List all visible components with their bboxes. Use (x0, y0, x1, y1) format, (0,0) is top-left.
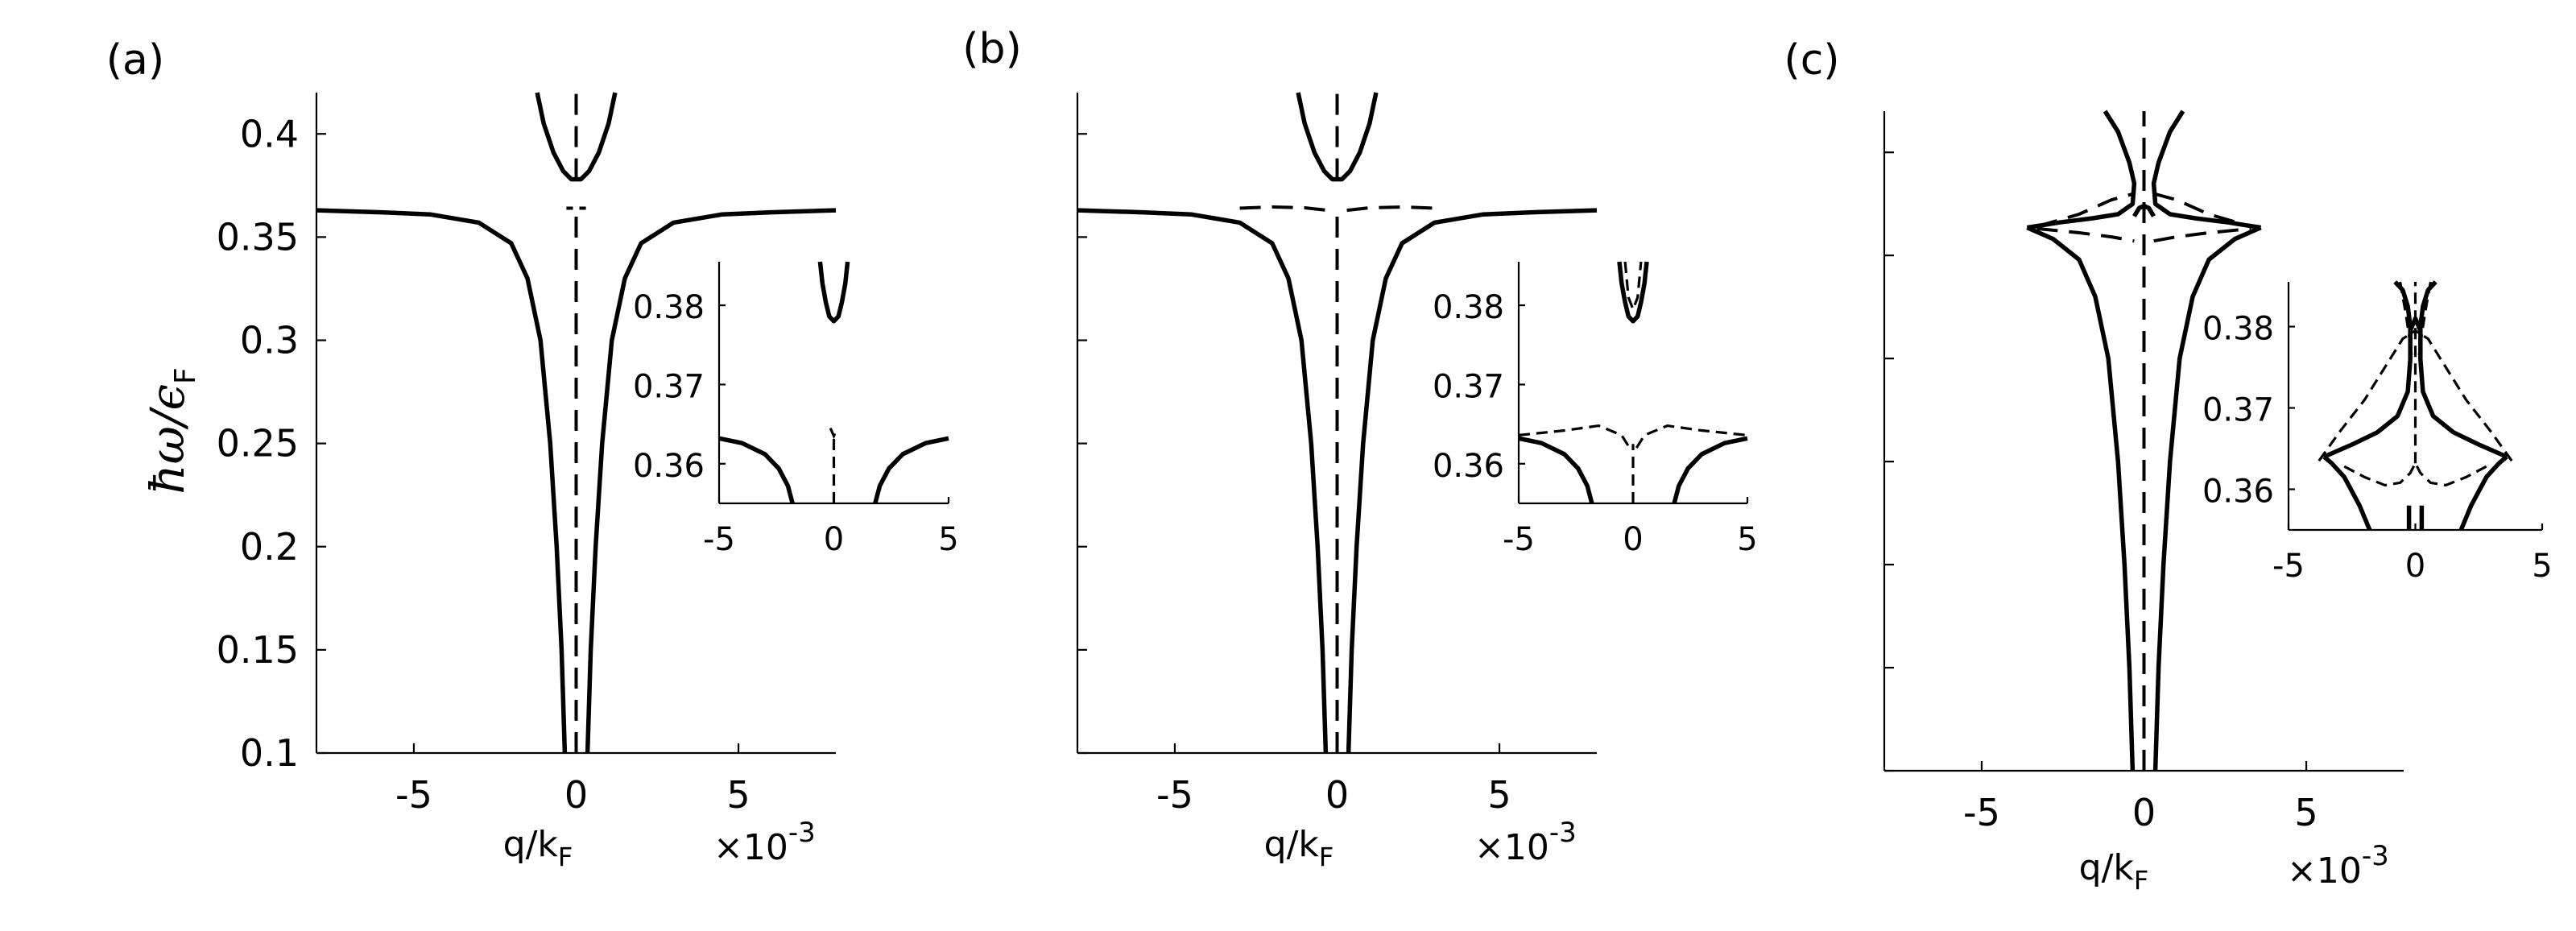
inset-x-tick-label: 5 (938, 521, 958, 558)
inset-series-11-dashed-curve (2399, 281, 2413, 356)
main-y-tick-label: 0.25 (217, 422, 299, 466)
inset-series-3-dashed-curve (1623, 261, 1643, 313)
main-series-1-solid-curve (1346, 208, 1598, 754)
panel-c: -5 0 5 (c) q/kF ×10-3 -5 0 5 0.36 0.37 0.38 (1784, 36, 2552, 896)
panel-label: (a) (106, 36, 164, 85)
main-y-tick-label: 0.2 (240, 525, 299, 569)
main-y-tick-label: 0.4 (240, 112, 299, 155)
panel-label: (b) (962, 25, 1022, 73)
main-series-3-solid-curve (2151, 110, 2262, 230)
x-axis-exponent: ×10-3 (1474, 817, 1577, 868)
inset-x-tick-label: 0 (2405, 548, 2425, 585)
inset-series-4-dashed-curve (829, 427, 839, 440)
main-series-0-solid-curve (1077, 208, 1329, 754)
inset-y-tick-label: 0.37 (633, 368, 705, 405)
inset-x-tick-label: 0 (1623, 521, 1643, 558)
inset-y-tick-label: 0.38 (2202, 311, 2274, 348)
inset-y-tick-label: 0.36 (2202, 474, 2274, 511)
inset-series-2-solid-curve (817, 261, 850, 324)
panel-b: -5 0 5 (b) q/kF ×10-3 -5 0 5 0.36 0.37 0.38 (962, 25, 1758, 872)
main-series-6-dashed-curve (1346, 205, 1435, 213)
main-x-tick-label: -5 (1963, 791, 2000, 834)
main-series-1-solid-curve (2152, 226, 2262, 772)
main-x-tick-label: 0 (1325, 773, 1349, 817)
main-x-tick-label: -5 (1156, 773, 1193, 817)
x-axis-label: q/kF (503, 824, 573, 872)
inset-series-9-dashed-curve (2343, 462, 2417, 487)
inset-series-8-dashed-curve (2414, 329, 2513, 462)
main-series-1-solid-curve (585, 208, 837, 754)
panel-label: (c) (1784, 36, 1839, 85)
inset-x-tick-label: -5 (703, 521, 735, 558)
x-axis-exponent: ×10-3 (2287, 840, 2389, 892)
inset-x-tick-label: 5 (1737, 521, 1757, 558)
inset-y-tick-label: 0.37 (1433, 368, 1504, 405)
panel-a: -5 0 5 0.1 0.15 0.2 0.25 0.3 0.35 0.4 (a) q/kF ×10-3… (106, 36, 959, 872)
inset-x-tick-label: -5 (1503, 521, 1535, 558)
main-y-tick-label: 0.1 (240, 731, 299, 775)
main-x-tick-label: 0 (564, 773, 588, 817)
x-axis-exponent: ×10-3 (713, 817, 816, 868)
inset-series-3-solid-curve (2418, 280, 2508, 459)
inset-y-tick-label: 0.38 (633, 289, 705, 326)
inset-y-tick-label: 0.38 (1433, 289, 1504, 326)
inset-series-10-dashed-curve (2414, 462, 2487, 487)
main-series-0-solid-curve (316, 208, 568, 754)
inset-series-1-solid-curve (873, 436, 949, 504)
inset-b: -5 0 5 0.36 0.37 0.38 (1433, 261, 1758, 558)
inset-series-1-solid-curve (2458, 455, 2508, 532)
inset-series-0-solid-curve (2322, 455, 2372, 532)
x-axis-label: q/kF (1264, 824, 1334, 872)
inset-series-1-solid-curve (1672, 436, 1748, 504)
main-y-tick-label: 0.15 (217, 628, 299, 672)
main-series-2-solid-curve (2026, 110, 2137, 230)
main-x-tick-label: 5 (726, 773, 750, 817)
main-series-9-dashed-curve (2153, 226, 2251, 243)
main-series-0-solid-curve (2026, 226, 2136, 772)
inset-series-7-dashed-curve (2318, 329, 2417, 462)
main-x-tick-label: 5 (2294, 791, 2318, 834)
y-axis-label: ħω/ϵF (140, 367, 202, 494)
inset-series-2-solid-curve (2323, 280, 2413, 459)
main-series-5-dashed-curve (1239, 205, 1328, 213)
main-y-tick-label: 0.35 (217, 215, 299, 259)
main-x-tick-label: -5 (395, 773, 432, 817)
main-series-7-dashed-curve (2153, 192, 2252, 229)
x-axis-label: q/kF (2079, 847, 2149, 896)
inset-series-0-solid-curve (1518, 436, 1594, 504)
main-x-tick-label: 5 (1487, 773, 1511, 817)
main-x-tick-label: 0 (2132, 791, 2156, 834)
inset-x-tick-label: 5 (2532, 548, 2552, 585)
inset-x-tick-label: 0 (824, 521, 844, 558)
inset-a: -5 0 5 0.36 0.37 0.38 (633, 261, 959, 558)
main-series-6-dashed-curve (2036, 192, 2135, 229)
inset-series-4-dashed-curve (1518, 424, 1631, 449)
inset-y-tick-label: 0.36 (633, 448, 705, 485)
inset-y-tick-label: 0.36 (1433, 448, 1504, 485)
inset-y-tick-label: 0.37 (2202, 392, 2274, 429)
inset-series-12-dashed-curve (2417, 281, 2432, 356)
inset-series-2-solid-curve (1617, 261, 1649, 324)
inset-series-0-solid-curve (718, 436, 795, 504)
inset-series-5-dashed-curve (1635, 424, 1748, 449)
main-y-tick-label: 0.3 (240, 319, 299, 362)
inset-c: -5 0 5 0.36 0.37 0.38 (2202, 280, 2553, 585)
inset-x-tick-label: -5 (2272, 548, 2305, 585)
